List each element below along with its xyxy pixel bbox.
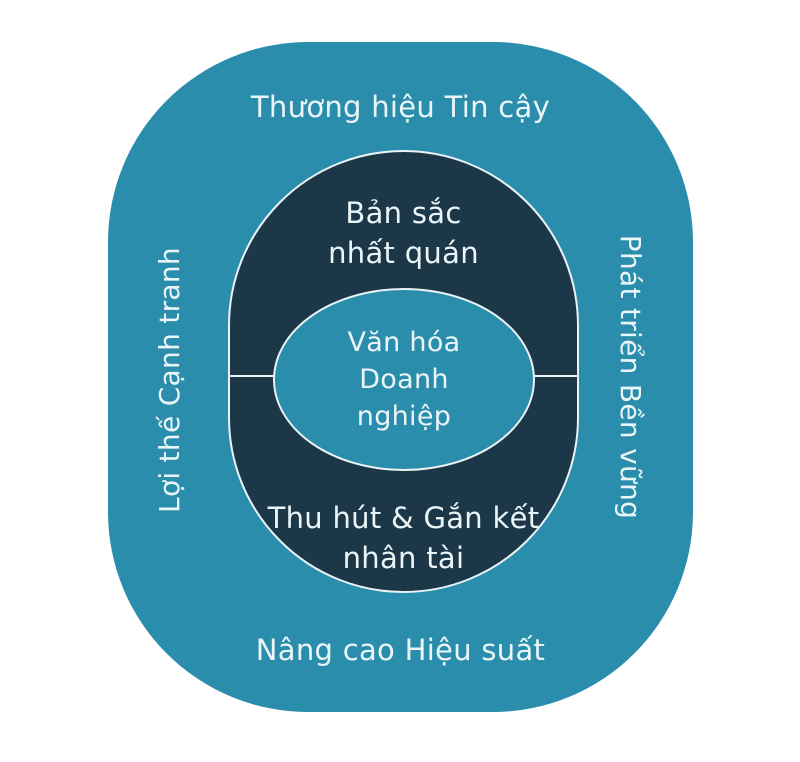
right-connector-line (532, 375, 579, 377)
outer-label-left: Lợi thế Cạnh tranh (153, 247, 186, 513)
center-ellipse-shape: Văn hóa Doanh nghiệp (273, 288, 535, 471)
center-label: Văn hóa Doanh nghiệp (347, 327, 461, 432)
left-connector-line (229, 375, 276, 377)
inner-label-top: Bản sắc nhất quán (328, 196, 479, 270)
outer-label-top: Thương hiệu Tin cậy (250, 90, 551, 124)
outer-label-bottom: Nâng cao Hiệu suất (255, 633, 546, 667)
inner-label-bottom: Thu hút & Gắn kết nhân tài (267, 501, 540, 575)
outer-label-right: Phát triển Bền vững (614, 234, 647, 520)
